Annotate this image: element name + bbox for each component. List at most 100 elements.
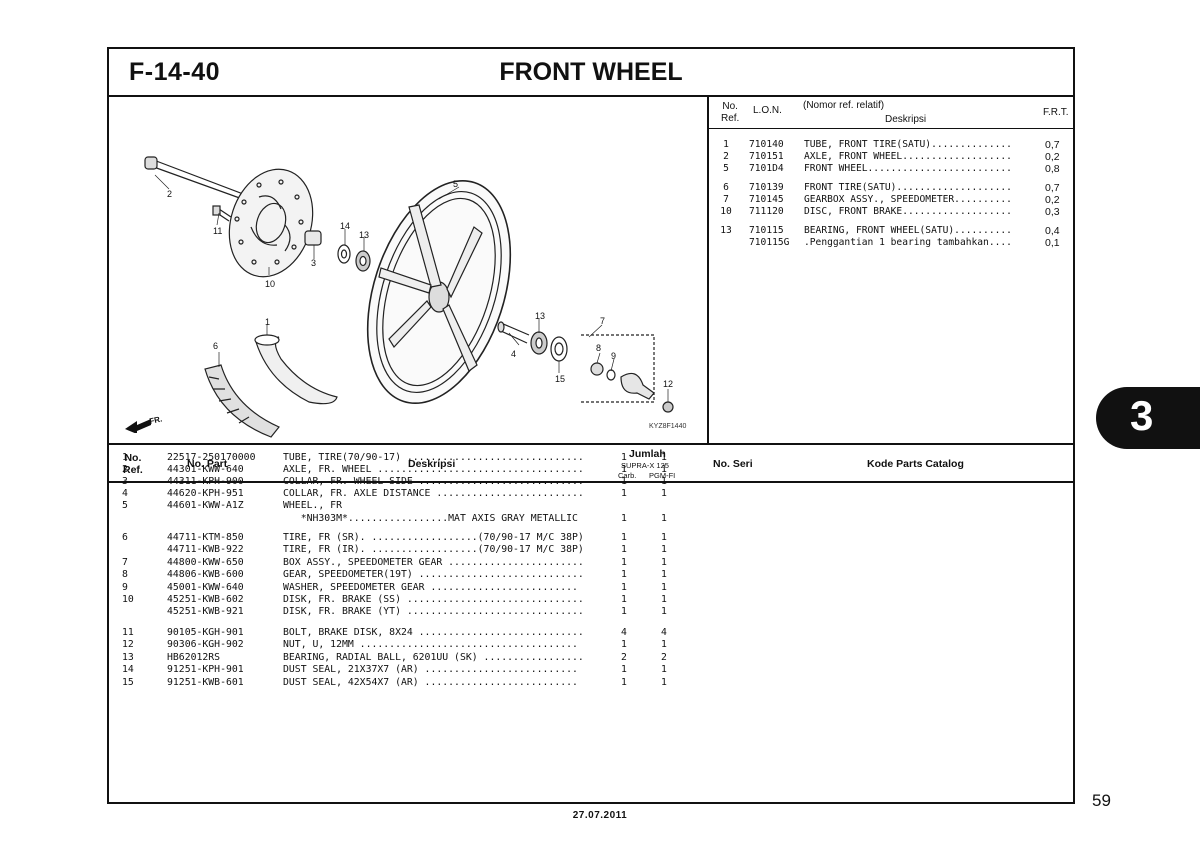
parts-header-ref-label: Ref. [123,464,143,476]
lon-code: 710139 [749,182,784,193]
lon-ref: 7 [723,194,729,205]
lon-desc: FRONT WHEEL......................... [804,163,1012,174]
tire-drawing [204,364,280,438]
lon-code: 710151 [749,151,784,162]
row-description: DISK, FR. BRAKE (SS) ...................… [283,594,584,605]
row-description: WHEEL., FR [283,500,342,511]
gearbox-bracket [581,334,655,403]
row-qty-pgmfi: 1 [661,532,667,543]
row-part-number: 45251-KWB-602 [167,594,244,605]
row-description: DUST SEAL, 21X37X7 (AR) ................… [283,664,578,675]
callout-7: 7 [600,316,605,326]
row-qty-pgmfi: 1 [661,582,667,593]
speedometer-washer-drawing [606,369,616,381]
lon-code: 710140 [749,139,784,150]
lon-frt: 0,2 [1045,194,1060,206]
lon-header-frt: F.R.T. [1043,107,1069,118]
row-part-number: 44711-KTM-850 [167,532,244,543]
row-description: BOLT, BRAKE DISK, 8X24 .................… [283,627,584,638]
row-qty-carb: 1 [621,569,627,580]
lon-header-no: No. [722,101,738,112]
parts-header-seri: No. Seri [713,458,753,470]
row-qty-carb: 1 [621,513,627,524]
row-qty-carb: 1 [621,488,627,499]
brake-disc-drawing [228,168,314,278]
row-qty-carb: 1 [621,464,627,475]
lon-code: 710115G [749,237,790,248]
callout-9: 9 [611,351,616,361]
callout-13: 13 [359,230,369,240]
row-part-number: 44800-KWW-650 [167,557,244,568]
figure-code: KYZ8F1440 [649,423,687,430]
row-qty-pgmfi: 1 [661,569,667,580]
parts-header-jumlah: Jumlah [629,448,666,460]
lon-header-lon: L.O.N. [753,105,782,116]
lon-header-deskripsi: Deskripsi [885,114,927,125]
row-qty-carb: 1 [621,639,627,650]
lon-header-nomor: (Nomor ref. relatif) [803,100,885,111]
table-row: 14 91251-KPH-901 DUST SEAL, 21X37X7 (AR) .… [109,664,1073,676]
row-description: NUT, U, 12MM ...........................… [283,639,578,650]
row-qty-carb: 1 [621,606,627,617]
row-description: WASHER, SPEEDOMETER GEAR ...............… [283,582,578,593]
row-part-number: 90105-KGH-901 [167,627,244,638]
section-code: F-14-40 [129,58,221,86]
row-ref: 2 [122,464,128,475]
callout-4: 4 [511,349,516,359]
row-description: GEAR, SPEEDOMETER(19T) .................… [283,569,584,580]
callout-1: 1 [265,317,270,327]
gearbox-drawing [620,372,655,400]
lon-ref: 13 [720,225,732,236]
row-description: COLLAR, FR. WHEEL SIDE .................… [283,476,584,487]
lon-ref: 2 [723,151,729,162]
parts-table-header: No. Ref. No. Part Deskripsi Jumlah SUPRA… [109,443,1073,483]
row-description: *NH303M*.................MAT AXIS GRAY M… [283,513,578,524]
lon-frt: 0,7 [1045,182,1060,194]
row-ref: 14 [122,664,134,675]
row-ref: 3 [122,476,128,487]
page-header: F-14-40 FRONT WHEEL [109,49,1073,97]
lon-frt: 0,8 [1045,163,1060,175]
row-ref: 6 [122,532,128,543]
row-qty-carb: 1 [621,532,627,543]
row-description: TIRE, FR (IR). ..................(70/90-… [283,544,584,555]
row-part-number: 44301-KWW-640 [167,464,244,475]
lon-frt: 0,4 [1045,225,1060,237]
parts-header-no: No. [124,452,142,464]
catalog-frame: F-14-40 FRONT WHEEL [107,47,1075,804]
lon-code: 710145 [749,194,784,205]
exploded-diagram: 2 11 10 3 14 13 5 1 6 13 4 15 7 8 9 12 [109,97,709,443]
callout-3: 3 [311,258,316,268]
lon-frt: 0,2 [1045,151,1060,163]
lon-code: 711120 [749,206,784,217]
callout-12: 12 [663,379,673,389]
callout-6: 6 [213,341,218,351]
table-row: 2 44301-KWW-640 AXLE, FR. WHEEL ..........… [109,464,1073,476]
row-part-number: 44620-KPH-951 [167,488,244,499]
row-part-number: 22517-250170000 [167,452,256,463]
row-qty-pgmfi: 2 [661,652,667,663]
parts-header-kode: Kode Parts Catalog [867,458,964,470]
row-part-number: 91251-KPH-901 [167,664,244,675]
axle-distance-collar-drawing [500,322,530,344]
row-description: AXLE, FR. WHEEL ........................… [283,464,584,475]
row-qty-pgmfi: 1 [661,639,667,650]
lon-code: 7101D4 [749,163,784,174]
row-description: BOX ASSY., SPEEDOMETER GEAR ............… [283,557,584,568]
lon-desc: DISC, FRONT BRAKE................... [804,206,1012,217]
print-date: 27.07.2011 [572,810,628,821]
row-ref: 7 [122,557,128,568]
row-part-number: 91251-KWB-601 [167,677,244,688]
row-description: DUST SEAL, 42X54X7 (AR) ................… [283,677,578,688]
callout-8: 8 [596,343,601,353]
chapter-number: 3 [1130,392,1154,439]
